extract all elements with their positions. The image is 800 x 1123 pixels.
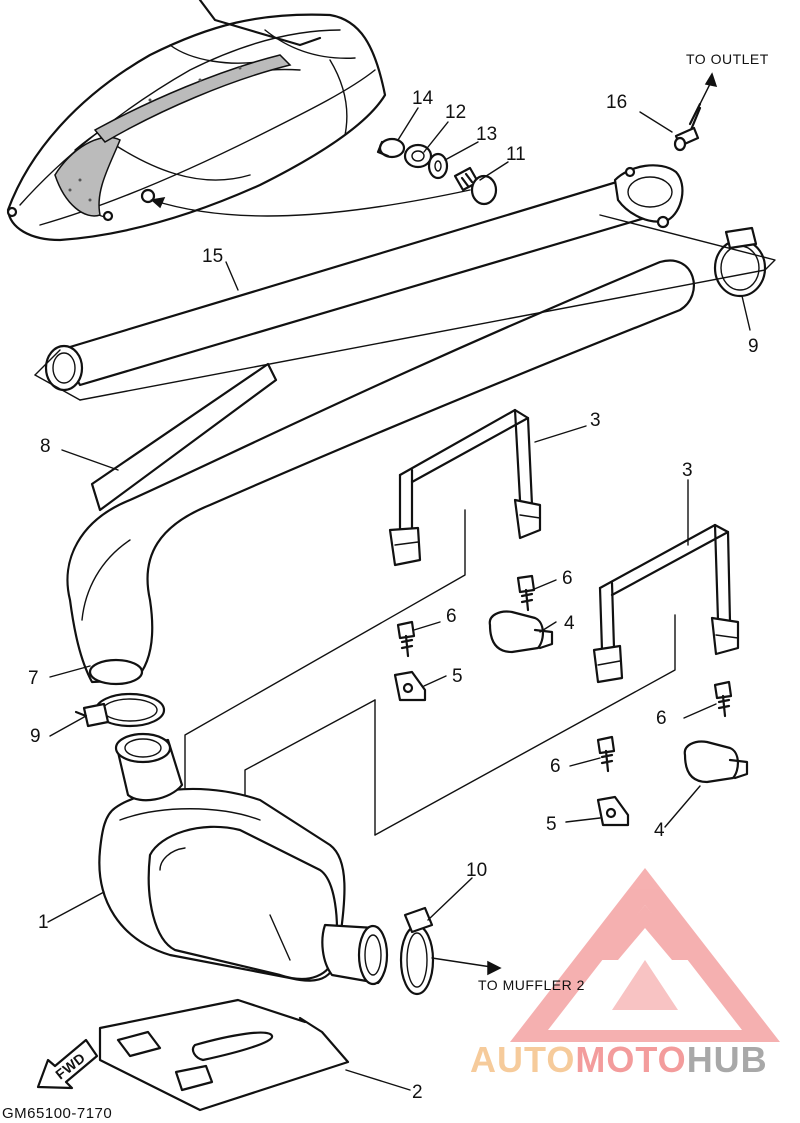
callout-15: 15 — [202, 246, 223, 267]
damper-upper — [488, 610, 554, 654]
exhaust-hose-curved — [66, 259, 695, 686]
bolt-right-lower — [596, 735, 616, 773]
callout-11: 11 — [506, 144, 526, 165]
callout-3-left: 3 — [590, 410, 601, 431]
callout-9-upper: 9 — [748, 336, 759, 357]
washer — [427, 152, 449, 180]
base-plate — [98, 998, 350, 1112]
callout-13: 13 — [476, 124, 497, 145]
callout-4-lower: 4 — [654, 820, 665, 841]
hull-fitting-point — [140, 188, 156, 204]
outlet-fitting — [673, 72, 718, 152]
watermark-hub: HUB — [687, 1039, 768, 1080]
watermark-auto: AUTO — [470, 1039, 575, 1080]
callout-14: 14 — [412, 88, 434, 109]
callout-9-lower: 9 — [30, 726, 41, 747]
svg-text:AUTOMOTOHUB: AUTOMOTOHUB — [470, 1039, 768, 1080]
to-muffler-note: TO MUFFLER 2 — [478, 977, 585, 993]
watermark-m-shape — [600, 905, 690, 960]
damper-lower — [683, 740, 749, 784]
callout-6-left: 6 — [446, 606, 457, 627]
hull-foam-pad — [54, 136, 121, 217]
callout-leaders — [47, 107, 751, 1091]
callout-5-lower: 5 — [546, 814, 557, 835]
hose-clamp-upper — [713, 226, 767, 298]
muffler-body — [98, 732, 389, 986]
callout-6-lower: 6 — [550, 756, 561, 777]
to-muffler-arrow — [431, 957, 499, 969]
callout-6-right: 6 — [656, 708, 667, 729]
bolt-upper-center — [516, 574, 536, 612]
fwd-arrow-icon: FWD — [36, 1038, 99, 1090]
hull-foam-strip — [93, 54, 292, 143]
band-strap-left — [388, 408, 542, 567]
callout-3-right: 3 — [682, 460, 693, 481]
callout-16: 16 — [606, 92, 627, 113]
bracket-upper — [393, 670, 427, 702]
drawing-code: GM65100-7170 — [2, 1105, 112, 1122]
hose-clamp-small — [376, 137, 406, 159]
watercraft-hull-illustration — [6, 0, 471, 242]
watermark-inner-notch — [612, 960, 678, 1010]
pad-strip — [90, 362, 278, 512]
watermark-moto: MOTO — [575, 1039, 686, 1080]
bracket-lower — [596, 795, 630, 827]
callout-1: 1 — [38, 912, 49, 933]
bolt-right-upper — [713, 680, 733, 718]
callout-numbers: 14 12 13 11 16 15 9 8 3 3 6 6 4 5 7 9 6 … — [28, 88, 759, 1103]
hose-clamp-lower — [74, 692, 166, 728]
band-strap-right — [592, 523, 740, 684]
hull-to-fitting-leader — [151, 189, 471, 217]
callout-10: 10 — [466, 860, 487, 881]
callout-2: 2 — [412, 1082, 423, 1103]
frame-lines — [34, 214, 776, 851]
hose-clamp-muffler — [399, 906, 435, 996]
to-outlet-note: TO OUTLET — [686, 51, 769, 67]
callout-6-upper: 6 — [562, 568, 573, 589]
callout-4-upper: 4 — [564, 613, 575, 634]
callout-8: 8 — [40, 436, 51, 457]
bolt-left-middle — [396, 620, 416, 658]
watermark-logo: AUTOMOTOHUB — [470, 868, 780, 1080]
callout-5-upper: 5 — [452, 666, 463, 687]
callout-7: 7 — [28, 668, 39, 689]
hose-nipple-fitting — [453, 166, 498, 206]
callout-12: 12 — [445, 102, 466, 123]
exhaust-hose-straight — [44, 164, 684, 392]
